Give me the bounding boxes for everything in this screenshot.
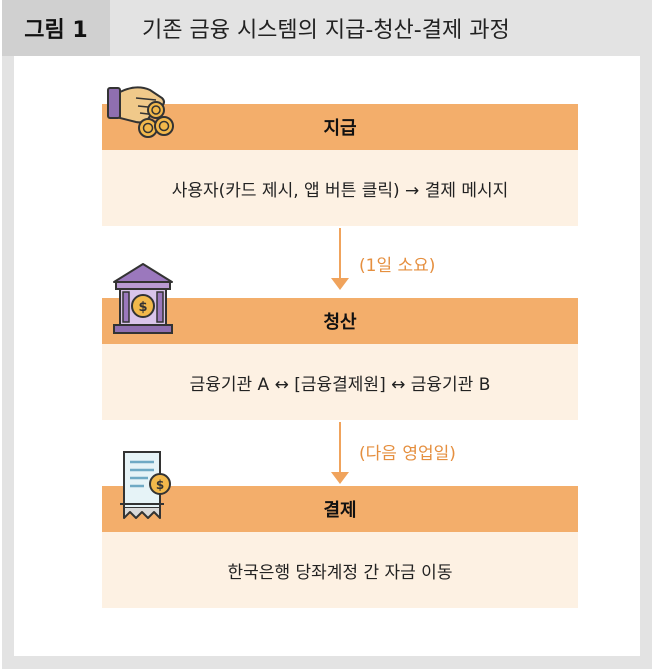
receipt-dollar-icon: $ — [120, 451, 171, 519]
figure-title: 기존 금융 시스템의 지급-청산-결제 과정 — [142, 18, 510, 43]
stage-settlement-title: 결제 — [323, 500, 357, 521]
connector-arrow-head — [331, 278, 349, 290]
svg-text:$: $ — [138, 300, 147, 315]
bank-building-icon: $ — [113, 263, 173, 334]
stage-clearing-header: 청산 — [102, 298, 578, 344]
stage-clearing-description: 금융기관 A ↔ [금융결제원] ↔ 금융기관 B — [189, 374, 491, 395]
stage-clearing-title: 청산 — [323, 312, 357, 333]
stage-clearing-body: 금융기관 A ↔ [금융결제원] ↔ 금융기관 B — [102, 344, 578, 420]
stage-settlement-body: 한국은행 당좌계정 간 자금 이동 — [102, 532, 578, 608]
stage-payment-description: 사용자(카드 제시, 앱 버튼 클릭) → 결제 메시지 — [171, 180, 509, 201]
diagram-panel: 지급 사용자(카드 제시, 앱 버튼 클릭) → 결제 메시지 (1일 소요) … — [14, 56, 640, 656]
connector-label: (1일 소요) — [359, 256, 436, 276]
stage-settlement-description: 한국은행 당좌계정 간 자금 이동 — [227, 562, 453, 583]
svg-text:$: $ — [156, 478, 164, 492]
stage-payment-header: 지급 — [102, 104, 578, 150]
connector-arrow-line — [339, 422, 341, 474]
stage-settlement-header: 결제 — [102, 486, 578, 532]
figure-label: 그림 1 — [2, 0, 110, 56]
stage-payment-body: 사용자(카드 제시, 앱 버튼 클릭) → 결제 메시지 — [102, 150, 578, 226]
stage-payment-title: 지급 — [323, 118, 357, 139]
hand-with-coins-icon — [107, 86, 174, 138]
connector-arrow-head — [331, 472, 349, 484]
connector-arrow-line — [339, 228, 341, 280]
connector-label: (다음 영업일) — [359, 444, 456, 464]
